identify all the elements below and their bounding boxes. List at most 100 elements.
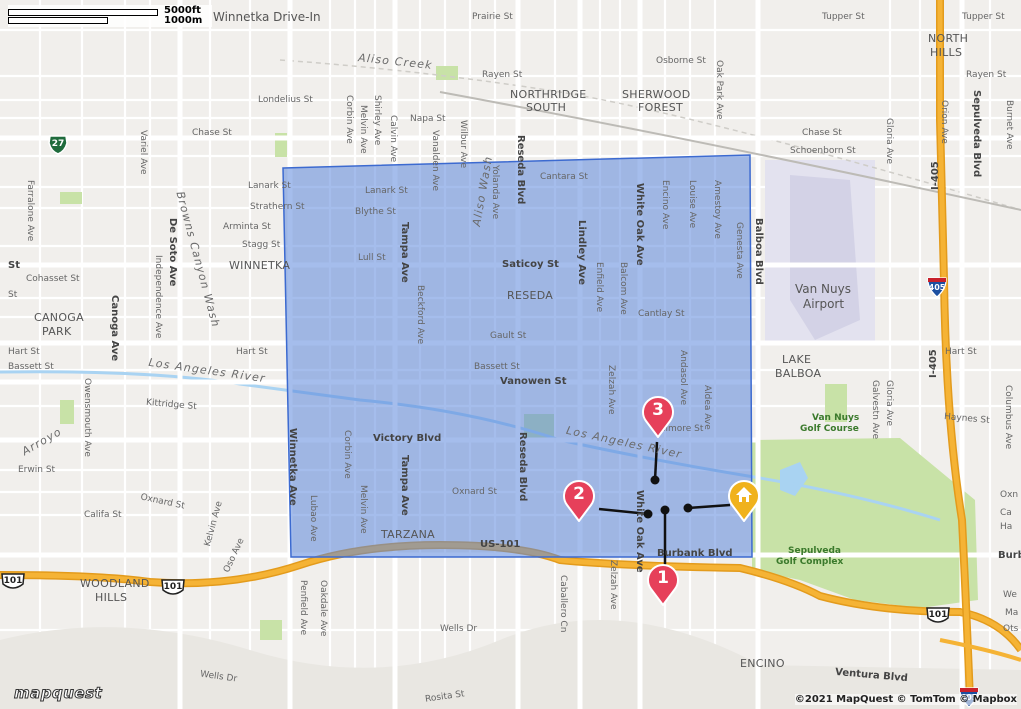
street-rayen-2: Rayen St <box>966 70 1007 80</box>
street-oak-park: Oak Park Ave <box>714 60 724 120</box>
street-ma: Ma <box>1005 608 1019 618</box>
airport-runways <box>790 175 860 340</box>
place-van-nuys-airport-1: Van Nuys <box>795 282 851 296</box>
place-canoga-2: PARK <box>42 325 72 338</box>
street-hart-3: Hart St <box>945 347 977 357</box>
street-vanowen: Vanowen St <box>500 376 567 387</box>
street-white-oak-2: White Oak Ave <box>634 490 645 573</box>
home-marker-icon[interactable] <box>727 478 761 523</box>
map-attribution[interactable]: ©2021 MapQuest © TomTom © Mapbox <box>794 694 1017 705</box>
park-sepulveda-golf-2: Golf Complex <box>776 557 844 567</box>
street-chase: Chase St <box>192 128 232 138</box>
place-tarzana: TARZANA <box>381 528 435 541</box>
street-saticoy: Saticoy St <box>502 259 559 270</box>
route-lines <box>598 441 731 568</box>
us101-shield-icon-3: 101 <box>925 606 951 626</box>
us101-shield-text-1: 101 <box>3 576 23 586</box>
street-tupper: Tupper St <box>822 12 865 22</box>
street-calvin: Calvin Ave <box>388 115 398 163</box>
street-gilmore: Gilmore St <box>656 424 704 434</box>
street-lindley: Lindley Ave <box>576 220 587 285</box>
street-califa: Califa St <box>84 510 122 520</box>
park-van-nuys-golf-2: Golf Course <box>800 424 859 434</box>
street-shirley: Shirley Ave <box>372 95 382 146</box>
street-farralone: Farralone Ave <box>25 180 35 242</box>
street-oakdale: Oakdale Ave <box>318 580 328 637</box>
ca27-shield-icon: 27 <box>47 135 69 155</box>
street-sepulveda: Sepulveda Blvd <box>971 90 982 178</box>
street-napa: Napa St <box>410 114 446 124</box>
us101-shield-icon-2: 101 <box>160 578 186 598</box>
street-columbus: Columbus Ave <box>1003 385 1013 450</box>
street-cohasset: Cohasset St <box>26 274 80 284</box>
highway-i405-label: I-405 <box>930 161 941 190</box>
street-gloria-2: Gloria Ave <box>884 380 894 427</box>
street-melvin-2: Melvin Ave <box>358 485 368 534</box>
street-tupper-2: Tupper St <box>962 12 1005 22</box>
place-canoga-1: CANOGA <box>34 311 84 324</box>
selection-area-polygon[interactable] <box>282 154 753 558</box>
street-ots: Ots <box>1003 624 1019 634</box>
street-louise: Louise Ave <box>687 180 697 229</box>
street-tampa-2: Tampa Ave <box>399 455 410 516</box>
street-arminta: Arminta St <box>223 222 271 232</box>
street-zelzah: Zelzah Ave <box>606 365 616 415</box>
park-van-nuys-golf-1: Van Nuys <box>812 413 860 423</box>
street-bassett: Bassett St <box>8 362 54 372</box>
i405-shield-icon: 405 <box>926 276 948 298</box>
street-us101: US-101 <box>480 539 521 550</box>
street-cantlay: Cantlay St <box>638 309 685 319</box>
place-winnetka-drive-in: Winnetka Drive-In <box>213 10 321 24</box>
street-ca: Ca <box>1000 508 1012 518</box>
pin-3-marker-icon[interactable]: 3 <box>641 394 675 439</box>
street-penfield: Penfield Ave <box>298 580 308 636</box>
street-burbank: Burbank Blvd <box>657 548 733 559</box>
scale-bar: 5000ft 1000m <box>8 5 212 27</box>
scale-label-primary: 5000ft <box>164 5 201 16</box>
park-sepulveda-golf-1: Sepulveda <box>788 546 842 556</box>
street-victory: Victory Blvd <box>373 433 442 444</box>
street-oxnard-2: Oxnard St <box>452 487 497 497</box>
us101-shield-text-2: 101 <box>163 582 183 592</box>
street-chase-2: Chase St <box>802 128 842 138</box>
park-small-4 <box>60 192 82 204</box>
street-cantara: Cantara St <box>540 172 588 182</box>
highway-i405-label-2: I-405 <box>928 349 939 378</box>
street-we: We <box>1003 590 1017 600</box>
pin-1-marker-icon[interactable]: 1 <box>646 562 680 607</box>
street-white-oak: White Oak Ave <box>634 183 645 266</box>
street-stagg: Stagg St <box>242 240 281 250</box>
street-st-left: St <box>8 260 20 271</box>
street-reseda: Reseda Blvd <box>515 135 526 205</box>
street-lubao: Lubao Ave <box>308 495 318 542</box>
street-blythe: Blythe St <box>355 207 396 217</box>
street-gloria: Gloria Ave <box>884 118 894 165</box>
street-caballero: Caballero Cn <box>558 575 568 633</box>
street-encino: Encino Ave <box>660 180 670 230</box>
street-londelius: Londelius St <box>258 95 313 105</box>
street-genesta: Genesta Ave <box>734 222 744 279</box>
us101-shield-icon-1: 101 <box>0 572 26 592</box>
street-st-left-2: St <box>8 290 18 300</box>
aliso-creek-line <box>279 59 1021 211</box>
place-sherwood-1: SHERWOOD <box>622 88 691 101</box>
street-oxnard-3: Oxn <box>1000 490 1019 500</box>
street-lull: Lull St <box>358 253 386 263</box>
place-lake-balboa-1: LAKE <box>782 353 812 366</box>
i405-highway <box>937 0 973 701</box>
street-lanark-2: Lanark St <box>365 186 408 196</box>
street-osborne: Osborne St <box>656 56 706 66</box>
place-woodland-hills-2: HILLS <box>95 591 128 604</box>
mapquest-logo-text: mapquest <box>13 684 103 703</box>
street-corbin-2: Corbin Ave <box>342 430 352 479</box>
street-lanark: Lanark St <box>248 181 291 191</box>
street-burnet: Burnet Ave <box>1004 100 1014 150</box>
park-small-6 <box>60 400 74 424</box>
pin-2-marker-icon[interactable]: 2 <box>562 478 596 523</box>
ca27-shield-text: 27 <box>51 139 65 149</box>
street-wilbur: Wilbur Ave <box>458 120 468 169</box>
street-galvestn: Galvestn Ave <box>870 380 880 440</box>
street-strathern: Strathern St <box>250 202 305 212</box>
